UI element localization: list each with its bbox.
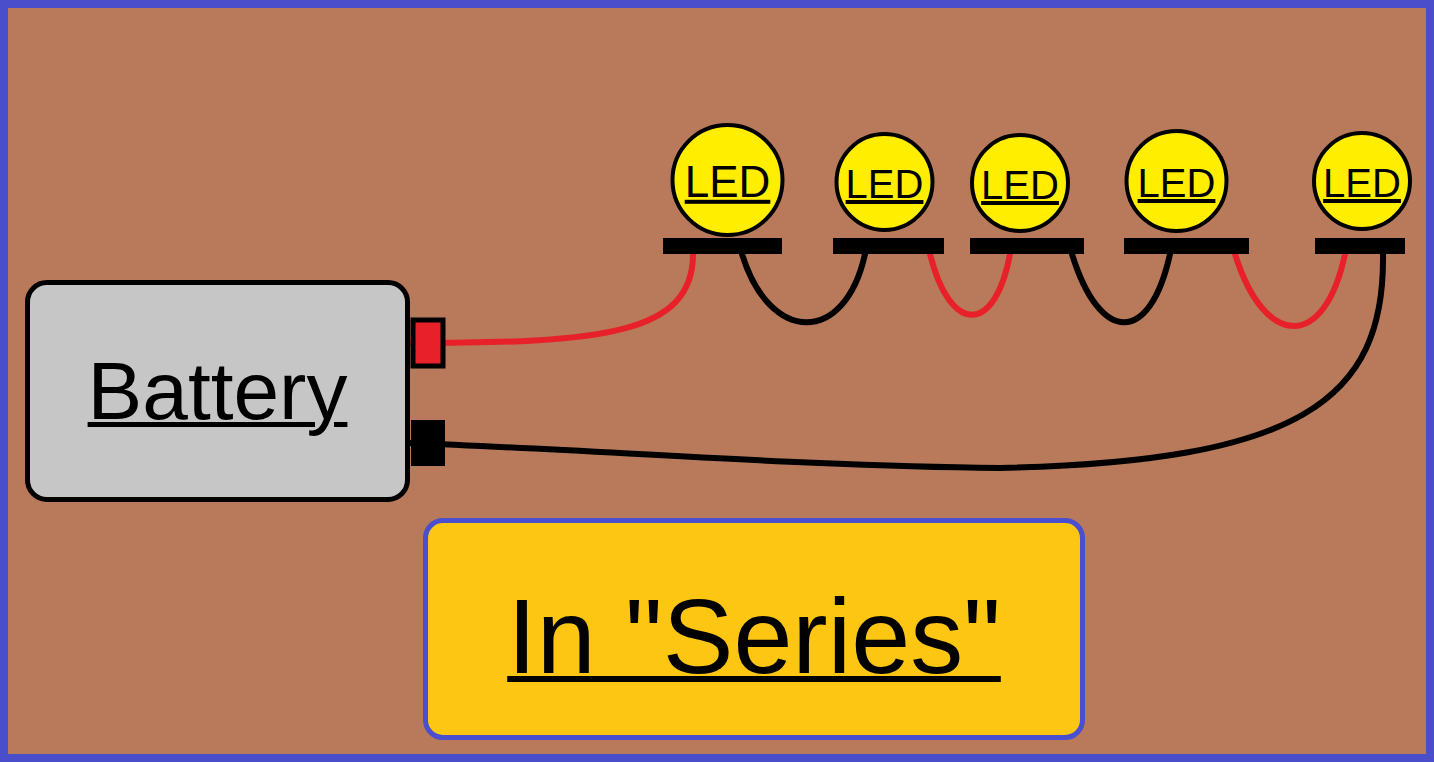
led-bulb: LED bbox=[833, 132, 944, 254]
battery-label: Battery bbox=[88, 346, 348, 436]
led-label: LED bbox=[981, 163, 1059, 207]
led-bulb: LED bbox=[1124, 129, 1249, 254]
led-base bbox=[1315, 238, 1405, 254]
led-base bbox=[970, 238, 1084, 254]
led-base bbox=[833, 238, 944, 254]
led-bulb: LED bbox=[663, 123, 782, 254]
positive-terminal bbox=[413, 320, 443, 366]
battery-box: Battery bbox=[25, 280, 410, 502]
led-label: LED bbox=[846, 162, 924, 206]
led-dome bbox=[1314, 133, 1410, 229]
caption-box: In "Series" bbox=[423, 518, 1085, 740]
led-dome bbox=[673, 125, 783, 235]
led-bulb: LED bbox=[970, 133, 1084, 254]
wire bbox=[930, 254, 1010, 315]
led-dome bbox=[1127, 131, 1227, 231]
caption-text: In "Series" bbox=[507, 578, 1001, 695]
led-label: LED bbox=[1138, 161, 1216, 205]
wire bbox=[410, 254, 1383, 468]
wire bbox=[1072, 254, 1170, 322]
negative-terminal bbox=[411, 420, 445, 466]
led-base bbox=[1124, 238, 1249, 254]
wire bbox=[1235, 254, 1345, 326]
led-label: LED bbox=[1323, 161, 1401, 205]
led-base bbox=[663, 238, 782, 254]
led-label: LED bbox=[685, 158, 771, 206]
led-dome bbox=[837, 134, 933, 230]
wire bbox=[742, 254, 865, 322]
led-bulb: LED bbox=[1315, 131, 1405, 254]
wire bbox=[410, 254, 693, 343]
led-dome bbox=[972, 135, 1068, 231]
